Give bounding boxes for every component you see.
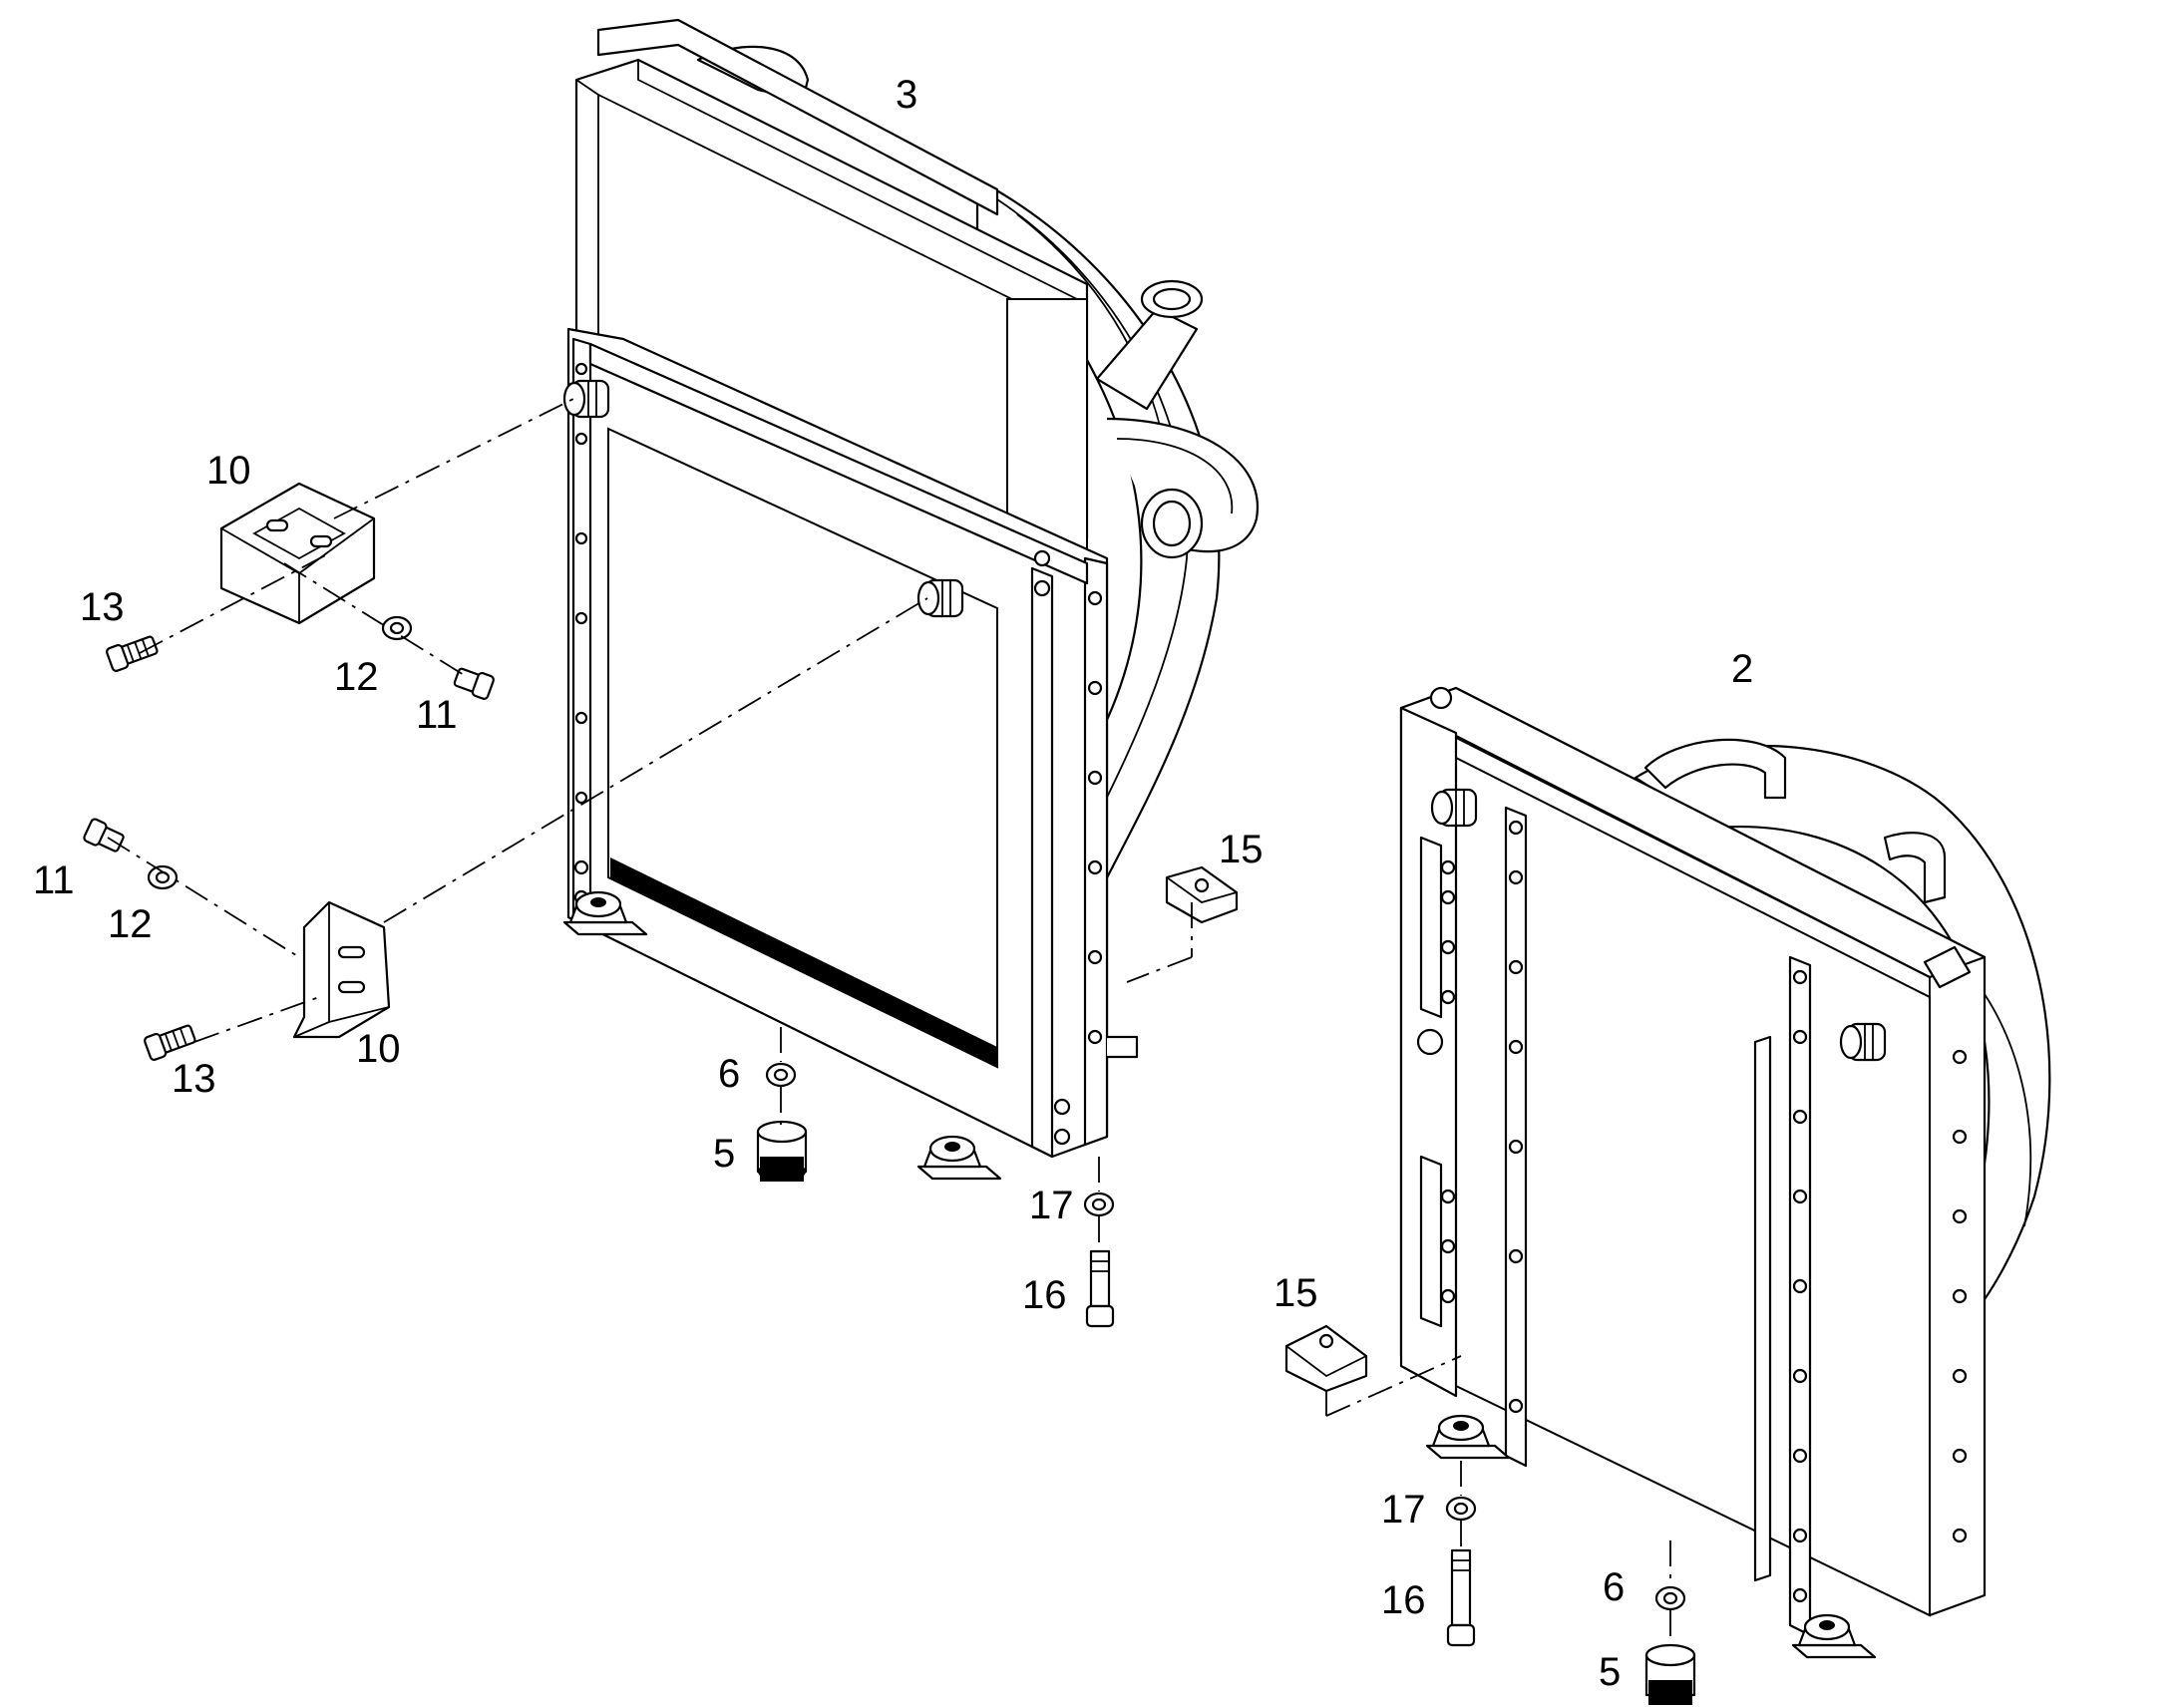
mounting-bracket-lower — [292, 900, 391, 1039]
callout-clip-left: 15 — [1219, 828, 1264, 871]
callout-bolt16-left: 16 — [1022, 1273, 1067, 1317]
drain-plug-right — [1644, 1643, 1696, 1705]
clip-right — [1284, 1324, 1368, 1393]
bolt-lower — [82, 817, 127, 856]
callout-screw-lower: 13 — [172, 1057, 216, 1101]
callout-bracket-upper: 10 — [206, 449, 251, 493]
washer-17-right — [1445, 1496, 1477, 1522]
bolt-16-right — [1446, 1548, 1476, 1647]
callout-bolt16-right: 16 — [1381, 1578, 1426, 1622]
cap-screw-lower — [142, 1020, 198, 1063]
callout-right-unit: 2 — [1731, 647, 1753, 691]
o-ring-left — [765, 1062, 797, 1088]
callout-ring-right: 6 — [1603, 1565, 1625, 1609]
callout-bracket-lower: 10 — [356, 1027, 401, 1071]
bolt-16-left — [1085, 1249, 1115, 1328]
left-cooler-assembly — [562, 18, 1260, 1181]
callout-left-unit: 3 — [896, 73, 917, 117]
callout-clip-right: 15 — [1273, 1271, 1318, 1315]
drain-plug-left — [756, 1120, 808, 1182]
o-ring-right — [1654, 1585, 1686, 1611]
callout-plug-left: 5 — [713, 1132, 735, 1176]
callout-bolt-upper: 11 — [416, 693, 458, 737]
washer-upper — [381, 615, 413, 641]
mounting-bracket-upper — [219, 482, 376, 625]
cap-screw-upper — [104, 631, 161, 674]
callout-screw-upper: 13 — [80, 585, 125, 629]
assembly-lines — [107, 398, 1671, 1645]
callout-plug-right: 5 — [1599, 1650, 1621, 1694]
callout-ring-left: 6 — [718, 1052, 740, 1096]
right-cooler-assembly — [1399, 686, 2051, 1659]
callout-washer-lower: 12 — [108, 902, 153, 946]
callout-bolt-lower: 11 — [33, 858, 75, 902]
bolt-upper — [451, 663, 497, 702]
washer-lower — [147, 864, 179, 890]
callout-washer-upper: 12 — [334, 655, 379, 699]
callout-washer17-right: 17 — [1381, 1488, 1426, 1532]
callout-washer17-left: 17 — [1029, 1184, 1074, 1227]
clip-left — [1165, 865, 1239, 924]
washer-17-left — [1083, 1192, 1115, 1217]
